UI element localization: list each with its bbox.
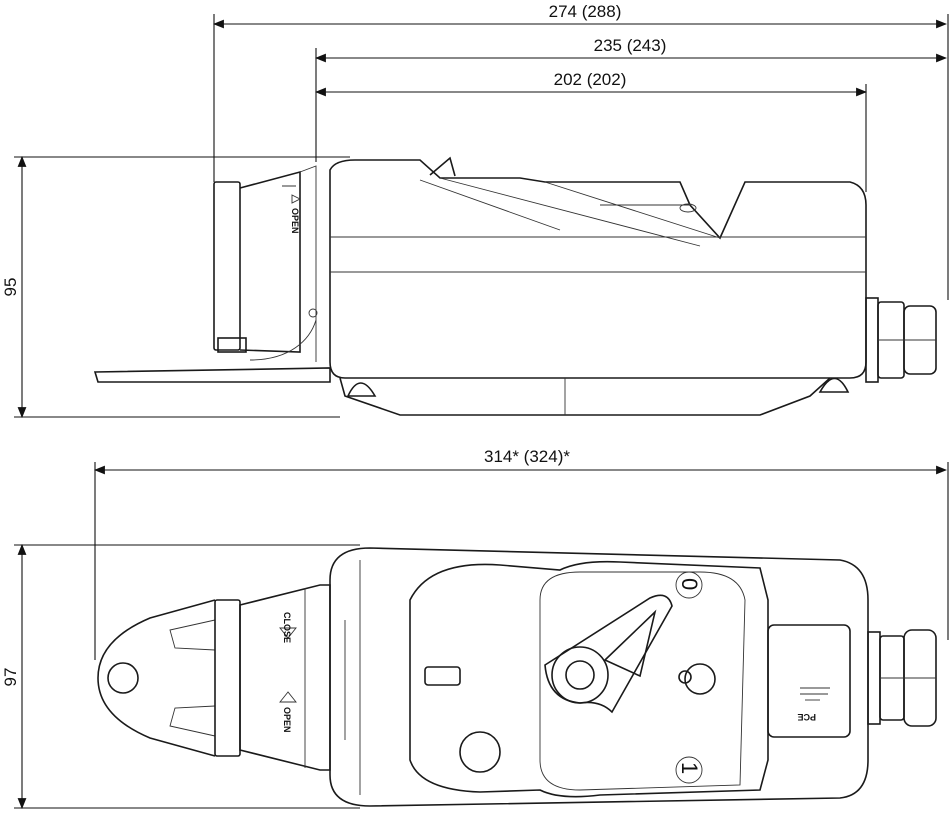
dimension-235: 235 (243) xyxy=(314,36,948,63)
dimension-95: 95 xyxy=(1,155,350,419)
side-view: 274 (288) 235 (243) 202 (202) 95 OPEN xyxy=(1,2,949,419)
rating-label: PCE xyxy=(767,624,851,738)
cable-gland-top xyxy=(867,629,937,727)
dim-label-body: 202 (202) xyxy=(554,70,627,89)
dim-label-width: 97 xyxy=(1,668,20,687)
dimension-314: 314* (324)* xyxy=(93,447,949,660)
rotary-handle[interactable] xyxy=(544,594,673,714)
socket-side: OPEN xyxy=(213,165,317,362)
socket-open-label-top: OPEN xyxy=(282,707,292,733)
socket-open-label: OPEN xyxy=(290,208,300,234)
dim-label-body-gland: 235 (243) xyxy=(594,36,667,55)
switch-position-1: 1 xyxy=(677,762,702,774)
mounting-plate xyxy=(93,367,331,383)
close-arrow-icon xyxy=(279,627,297,639)
dimension-274: 274 (288) xyxy=(212,2,948,29)
socket-close-label: CLOSE xyxy=(282,612,292,643)
indicator-window xyxy=(424,666,461,686)
switch-body-top xyxy=(329,547,869,807)
plug-nose xyxy=(97,599,216,757)
switch-position-0: 0 xyxy=(677,578,702,590)
top-view: 314* (324)* 97 CLOSE OPEN xyxy=(1,447,949,810)
switch-body-side xyxy=(308,156,867,416)
dimension-202: 202 (202) xyxy=(314,70,868,97)
cable-gland-side xyxy=(865,297,937,383)
open-arrow-icon xyxy=(279,691,297,703)
pce-logo: PCE xyxy=(797,712,816,722)
dim-label-height: 95 xyxy=(1,278,20,297)
dimension-97: 97 xyxy=(1,543,360,810)
dim-label-overall-length: 314* (324)* xyxy=(484,447,570,466)
dim-label-overall: 274 (288) xyxy=(549,2,622,21)
socket-top: CLOSE OPEN xyxy=(214,584,331,771)
